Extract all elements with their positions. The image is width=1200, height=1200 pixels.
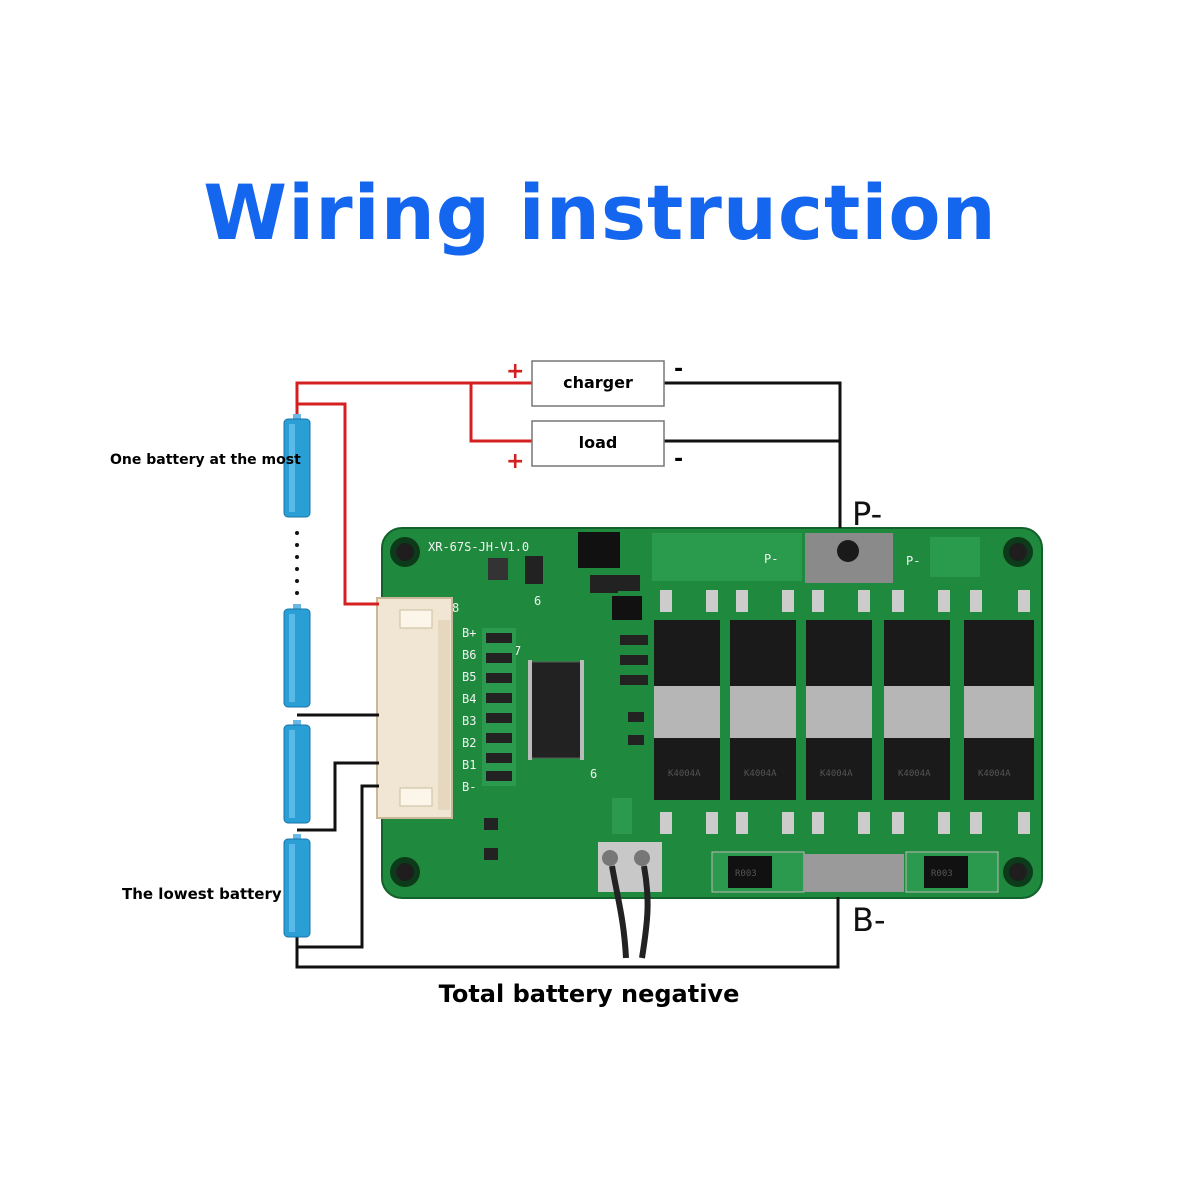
pin-label-b6: B6	[462, 648, 476, 662]
mounting-holes	[390, 537, 1033, 887]
silk-number-7: 7	[514, 644, 521, 658]
resistor-array	[482, 628, 516, 786]
pin-label-b5: B5	[462, 670, 476, 684]
shunt-marking-2: R003	[931, 869, 953, 879]
pin-label-b-plus: B+	[462, 626, 476, 640]
protection-ic	[528, 660, 584, 760]
pin-label-b4: B4	[462, 692, 476, 706]
p-mark-2: P-	[906, 554, 920, 568]
shunt-marking-1: R003	[735, 869, 757, 879]
balance-connector[interactable]	[376, 597, 453, 819]
page-title: Wiring instruction	[203, 168, 997, 257]
mosfet-top-row	[654, 620, 1034, 722]
silk-number-6b: 6	[590, 767, 597, 781]
total-negative-label: Total battery negative	[439, 980, 740, 1008]
silk-number-8: 8	[452, 601, 459, 615]
battery-cell-3	[283, 720, 311, 824]
p-mark-1: P-	[764, 552, 778, 566]
regulator-chip	[578, 532, 620, 568]
load-minus-sign: -	[674, 447, 683, 472]
battery-stack	[283, 414, 311, 938]
shunt-resistors: R003 R003	[711, 851, 999, 893]
p-minus-label: P-	[852, 495, 882, 533]
board-model-text: XR-67S-JH-V1.0	[428, 540, 529, 554]
svg-text:K4004A: K4004A	[820, 769, 853, 779]
pin-label-b1: B1	[462, 758, 476, 772]
load-plus-sign: +	[506, 449, 524, 474]
charger-minus-sign: -	[674, 357, 683, 382]
bms-board: XR-67S-JH-V1.0 P- P- 8 6 7 6	[376, 527, 1043, 959]
top-battery-label: One battery at the most	[110, 452, 301, 468]
battery-cell-top	[283, 414, 311, 518]
smd-components	[484, 575, 648, 860]
pin-label-b2: B2	[462, 736, 476, 750]
svg-text:K4004A: K4004A	[978, 769, 1011, 779]
lowest-battery-label: The lowest battery	[122, 885, 282, 903]
svg-text:K4004A: K4004A	[744, 769, 777, 779]
battery-ellipsis-dots	[295, 531, 299, 595]
mosfet-bottom-row	[654, 722, 1034, 800]
battery-cell-lowest	[283, 834, 311, 938]
charger-box: charger	[531, 360, 665, 407]
load-label: load	[579, 433, 618, 452]
svg-text:K4004A: K4004A	[668, 769, 701, 779]
gate-resistors	[660, 590, 1030, 834]
top-header-pads	[652, 533, 980, 583]
mosfet-markings: K4004A K4004A K4004A K4004A K4004A	[668, 769, 1011, 779]
load-box: load	[531, 420, 665, 467]
svg-text:K4004A: K4004A	[898, 769, 931, 779]
connector-pin-labels: B+ B6 B5 B4 B3 B2 B1 B-	[462, 626, 476, 794]
charger-label: charger	[563, 373, 633, 392]
b-minus-label: B-	[852, 901, 886, 939]
pin-label-b-minus: B-	[462, 780, 476, 794]
positive-wires	[295, 381, 532, 606]
charger-plus-sign: +	[506, 359, 524, 384]
silk-number-6: 6	[534, 594, 541, 608]
pin-label-b3: B3	[462, 714, 476, 728]
battery-cell-2	[283, 604, 311, 708]
sensor-leads	[598, 842, 662, 959]
negative-wires	[295, 381, 842, 969]
